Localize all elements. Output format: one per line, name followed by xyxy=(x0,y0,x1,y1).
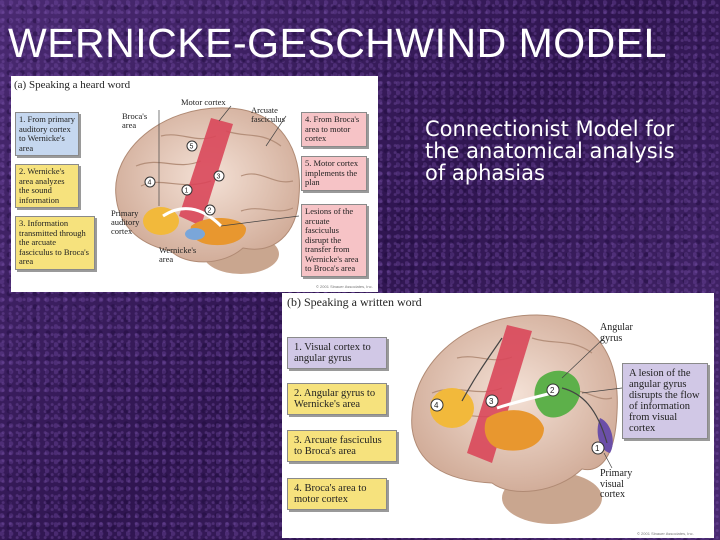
marker-a-5: 5 xyxy=(190,144,194,151)
figure-panel-speaking-heard-word: 1 2 3 4 5 (a) Speaking a heard word 1. F… xyxy=(11,76,378,292)
panel-a-heading: (a) Speaking a heard word xyxy=(14,79,131,91)
label-arcuate-fasciculus: Arcuate fasciculus xyxy=(251,105,285,124)
step-box-a1: 1. From primary auditory cortex to Werni… xyxy=(15,112,79,156)
label-brocas-area: Broca's area xyxy=(122,111,148,130)
marker-b-3: 3 xyxy=(489,397,494,406)
marker-b-2: 2 xyxy=(550,386,555,395)
figure-panel-speaking-written-word: 1 2 3 4 (b) Speaking a written word 1. V… xyxy=(282,293,714,538)
marker-b-4: 4 xyxy=(434,401,439,410)
brain-illustration-b: 1 2 3 4 xyxy=(411,314,623,524)
lesion-box-a: Lesions of the arcuate fasciculus disrup… xyxy=(301,204,367,277)
lesion-box-b: A lesion of the angular gyrus disrupts t… xyxy=(622,363,708,439)
step-box-a5: 5. Motor cortex implements the plan xyxy=(301,156,367,191)
slide-subtitle: Connectionist Model for the anatomical a… xyxy=(425,117,675,185)
step-box-a3: 3. Information transmitted through the a… xyxy=(15,216,95,270)
label-motor-cortex: Motor cortex xyxy=(181,97,226,107)
copyright-a: © 2001 Sinauer Associates, Inc. xyxy=(316,284,373,289)
step-box-a2: 2. Wernicke's area analyzes the sound in… xyxy=(15,164,79,208)
marker-a-2: 2 xyxy=(208,208,212,215)
step-box-a4: 4. From Broca's area to motor cortex xyxy=(301,112,367,147)
label-wernickes-area: Wernicke's area xyxy=(159,245,197,264)
brain-illustration-a: 1 2 3 4 5 xyxy=(115,105,300,274)
label-primary-visual-cortex: Primary visual cortex xyxy=(600,468,633,500)
marker-a-1: 1 xyxy=(185,188,189,195)
label-primary-auditory-cortex: Primary auditory cortex xyxy=(111,208,140,236)
marker-a-3: 3 xyxy=(217,174,221,181)
marker-b-1: 1 xyxy=(595,444,600,453)
step-box-b4: 4. Broca's area to motor cortex xyxy=(287,478,387,510)
step-box-b1: 1. Visual cortex to angular gyrus xyxy=(287,337,387,369)
marker-a-4: 4 xyxy=(148,180,152,187)
panel-b-heading: (b) Speaking a written word xyxy=(287,295,422,309)
slide-title: WERNICKE-GESCHWIND MODEL xyxy=(8,20,667,66)
step-box-b3: 3. Arcuate fasciculus to Broca's area xyxy=(287,430,397,462)
label-angular-gyrus: Angular gyrus xyxy=(600,322,633,344)
step-box-b2: 2. Angular gyrus to Wernicke's area xyxy=(287,383,387,415)
copyright-b: © 2001 Sinauer Associates, Inc. xyxy=(637,531,694,536)
